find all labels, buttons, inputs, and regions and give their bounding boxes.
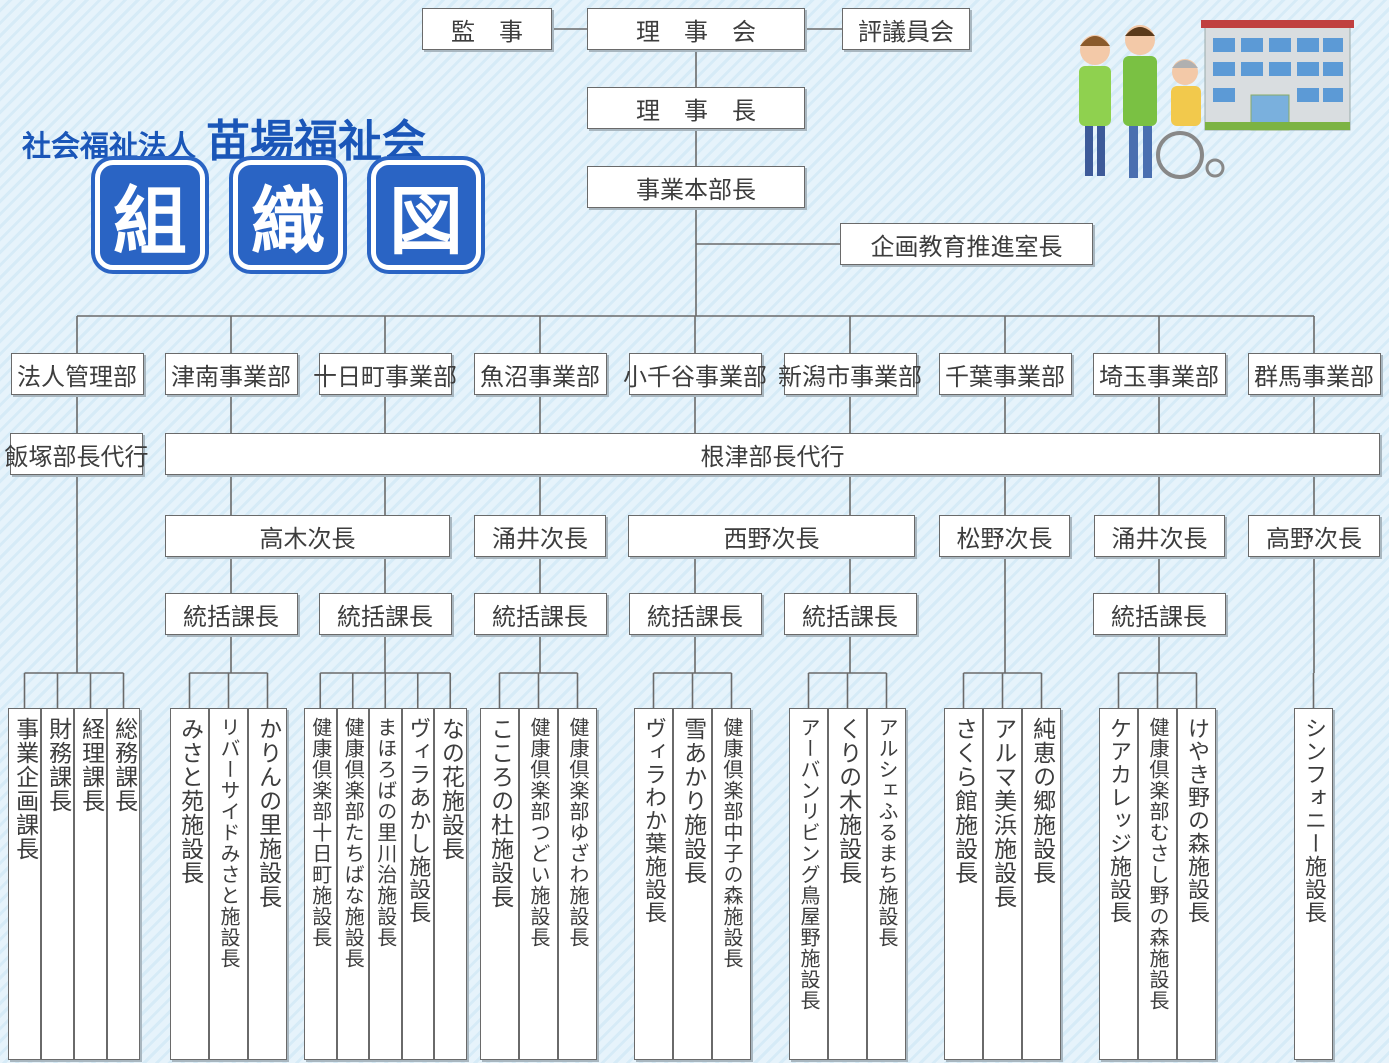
facility-head-box: アルシェふるまち施設長 [867, 708, 906, 1060]
facility-head-box: くりの木施設長 [828, 708, 867, 1060]
facility-head-label: 健康倶楽部十日町施設長 [308, 717, 333, 948]
facility-head-label: けやき野の森施設長 [1184, 717, 1210, 924]
department-box: 千葉事業部 [938, 353, 1072, 395]
section-chief-box: 統括課長 [628, 593, 762, 635]
facility-head-box: 純恵の郷施設長 [1022, 708, 1061, 1060]
department-box: 津南事業部 [164, 353, 298, 395]
facility-head-label: 健康倶楽部むさし野の森施設長 [1146, 717, 1170, 1011]
facility-head-label: 健康倶楽部ゆざわ施設長 [566, 717, 590, 948]
facility-head-label: ヴィラわか葉施設長 [641, 717, 667, 924]
deputy-director-box: 高木次長 [165, 515, 450, 557]
department-box: 小千谷事業部 [623, 353, 767, 395]
facility-head-label: みさと苑施設長 [176, 717, 203, 885]
facility-head-box: アルマ美浜施設長 [983, 708, 1022, 1060]
facility-head-label: ヴィラあかし施設長 [405, 717, 431, 924]
facility-head-box: 健康倶楽部むさし野の森施設長 [1138, 708, 1177, 1060]
facility-head-box: 雪あかり施設長 [673, 708, 712, 1060]
section-chief-box: 統括課長 [1092, 593, 1226, 635]
deputy-director-box: 涌井次長 [474, 515, 606, 557]
caregiver-woman-icon [1079, 35, 1111, 176]
title-char: 組 [95, 160, 205, 270]
section-chief-box: 統括課長 [164, 593, 298, 635]
facility-head-box: かりんの里施設長 [248, 708, 287, 1060]
facility-head-box: ヴィラわか葉施設長 [634, 708, 673, 1060]
facility-head-box: 経理課長 [74, 708, 107, 1060]
deputy-director-box: 涌井次長 [1094, 515, 1225, 557]
facility-head-box: ケアカレッジ施設長 [1099, 708, 1138, 1060]
wheelchair-user-icon [1156, 59, 1225, 179]
facility-head-label: 健康倶楽部つどい施設長 [527, 717, 551, 948]
facility-head-label: まほろばの里川治施設長 [373, 717, 398, 948]
facility-head-box: 健康倶楽部中子の森施設長 [712, 708, 751, 1060]
facility-head-label: さくら館施設長 [950, 717, 977, 885]
facility-head-box: 総務課長 [107, 708, 140, 1060]
page-title: 組 織 図 [95, 160, 481, 270]
caregivers-illustration [1079, 20, 1354, 179]
facility-head-box: 健康倶楽部ゆざわ施設長 [558, 708, 597, 1060]
facility-head-label: かりんの里施設長 [254, 717, 281, 909]
auditor-box: 監 事 [422, 8, 552, 50]
facility-head-box: ヴィラあかし施設長 [401, 708, 434, 1060]
facility-head-box: なの花施設長 [434, 708, 467, 1060]
section-chief-box: 統括課長 [473, 593, 607, 635]
facility-head-label: 財務課長 [44, 717, 71, 813]
facility-head-label: シンフォニー施設長 [1301, 717, 1327, 924]
section-chief-box: 統括課長 [783, 593, 917, 635]
facility-head-box: 事業企画課長 [8, 708, 41, 1060]
department-box: 新潟市事業部 [778, 353, 922, 395]
facility-head-box: みさと苑施設長 [170, 708, 209, 1060]
facility-head-box: アーバンリビング鳥屋野施設長 [789, 708, 828, 1060]
facility-head-label: 健康倶楽部中子の森施設長 [720, 717, 744, 969]
facility-head-box: けやき野の森施設長 [1177, 708, 1216, 1060]
title-char: 図 [371, 160, 481, 270]
care-building-icon [1201, 20, 1354, 131]
caregiver-man-icon [1123, 25, 1157, 178]
facility-head-label: ケアカレッジ施設長 [1106, 717, 1132, 924]
facility-head-box: まほろばの里川治施設長 [369, 708, 402, 1060]
facility-head-box: さくら館施設長 [944, 708, 983, 1060]
planning-office-box: 企画教育推進室長 [840, 223, 1093, 265]
facility-head-label: アルシェふるまち施設長 [875, 717, 899, 948]
facility-head-label: なの花施設長 [437, 717, 464, 861]
department-box: 十日町事業部 [313, 353, 457, 395]
org-name: 苗場福祉会 [206, 116, 427, 167]
facility-head-label: アルマ美浜施設長 [989, 717, 1016, 909]
department-box: 魚沼事業部 [473, 353, 607, 395]
facility-head-label: アーバンリビング鳥屋野施設長 [797, 717, 821, 1011]
department-box: 群馬事業部 [1247, 353, 1381, 395]
facility-head-box: 健康倶楽部つどい施設長 [519, 708, 558, 1060]
facility-head-box: 健康倶楽部十日町施設長 [304, 708, 337, 1060]
facility-head-label: 経理課長 [77, 717, 104, 813]
board-of-directors-box: 理 事 会 [587, 8, 805, 50]
hq-head-box: 事業本部長 [587, 166, 805, 208]
facility-head-label: 総務課長 [110, 717, 137, 813]
facility-head-label: リバーサイドみさと施設長 [217, 717, 241, 969]
deputy-director-box: 西野次長 [628, 515, 915, 557]
department-box: 埼玉事業部 [1092, 353, 1226, 395]
facility-head-label: くりの木施設長 [834, 717, 861, 885]
facility-head-box: リバーサイドみさと施設長 [209, 708, 248, 1060]
facility-head-label: 純恵の郷施設長 [1028, 717, 1055, 885]
deputy-director-box: 松野次長 [939, 515, 1070, 557]
acting-head-admin-box: 飯塚部長代行 [5, 433, 149, 475]
facility-head-label: こころの杜施設長 [486, 717, 513, 909]
title-char: 織 [233, 160, 343, 270]
council-box: 評議員会 [842, 8, 970, 50]
facility-head-box: 健康倶楽部たちばな施設長 [336, 708, 369, 1060]
section-chief-box: 統括課長 [318, 593, 452, 635]
facility-head-label: 健康倶楽部たちばな施設長 [341, 717, 366, 969]
facility-head-label: 雪あかり施設長 [679, 717, 706, 885]
organization-name: 社会福祉法人苗場福祉会 [22, 105, 426, 169]
facility-head-label: 事業企画課長 [11, 717, 38, 861]
department-box: 法人管理部 [10, 353, 144, 395]
acting-head-main-box: 根津部長代行 [165, 433, 1380, 475]
facility-head-box: シンフォニー施設長 [1294, 708, 1333, 1060]
chairman-box: 理 事 長 [587, 87, 805, 129]
deputy-director-box: 高野次長 [1248, 515, 1380, 557]
facility-head-box: 財務課長 [41, 708, 74, 1060]
org-type: 社会福祉法人 [22, 129, 197, 163]
facility-head-box: こころの杜施設長 [480, 708, 519, 1060]
